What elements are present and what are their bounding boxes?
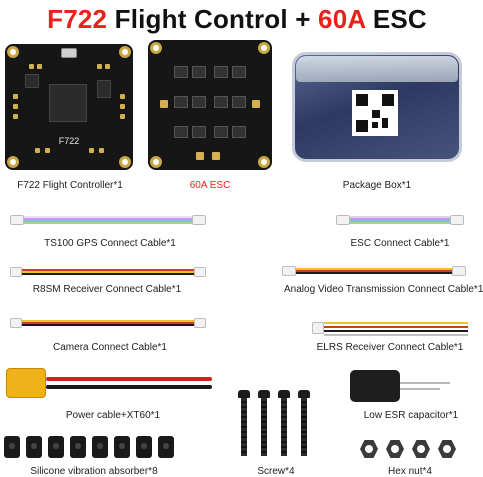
power-cable-caption: Power cable+XT60*1: [65, 410, 161, 421]
absorbers-image: [4, 436, 180, 462]
title-esc: ESC: [365, 4, 427, 34]
camera-cable-image: [10, 317, 206, 329]
esc-cable-image: [336, 213, 464, 227]
fc-caption: F722 Flight Controller*1: [17, 180, 123, 191]
title-f722: F722: [47, 4, 108, 34]
esc-image: [148, 40, 272, 170]
elrs-cable-caption: ELRS Receiver Connect Cable*1: [316, 342, 464, 353]
flight-controller-image: F722: [5, 44, 133, 170]
gps-cable-image: [10, 213, 206, 227]
package-box-image: [292, 52, 462, 162]
fc-board-text: F722: [58, 136, 80, 146]
elrs-cable-image: [312, 316, 468, 340]
hex-nut-caption: Hex nut*4: [388, 466, 432, 477]
hex-nuts-image: [360, 440, 460, 460]
screw-caption: Screw*4: [257, 466, 295, 477]
camera-cable-caption: Camera Connect Cable*1: [53, 342, 167, 353]
capacitor-caption: Low ESR capacitor*1: [363, 410, 459, 421]
receiver-cable-image: [10, 266, 206, 278]
esc-cable-caption: ESC Connect Cable*1: [350, 238, 450, 249]
gps-cable-caption: TS100 GPS Connect Cable*1: [44, 238, 176, 249]
esc-caption: 60A ESC: [189, 180, 231, 191]
video-cable-caption: Analog Video Transmission Connect Cable*…: [284, 284, 483, 295]
power-cable-image: [6, 366, 216, 400]
receiver-cable-caption: R8SM Receiver Connect Cable*1: [32, 284, 182, 295]
absorber-caption: Silicone vibration absorber*8: [30, 466, 158, 477]
package-box-caption: Package Box*1: [342, 180, 412, 191]
page-title: F722 Flight Control + 60A ESC: [0, 4, 474, 35]
title-flight-control: Flight Control +: [107, 4, 319, 34]
capacitor-image: [350, 366, 450, 406]
screws-image: [236, 390, 316, 460]
video-cable-image: [282, 264, 466, 278]
title-60a: 60A: [318, 4, 366, 34]
